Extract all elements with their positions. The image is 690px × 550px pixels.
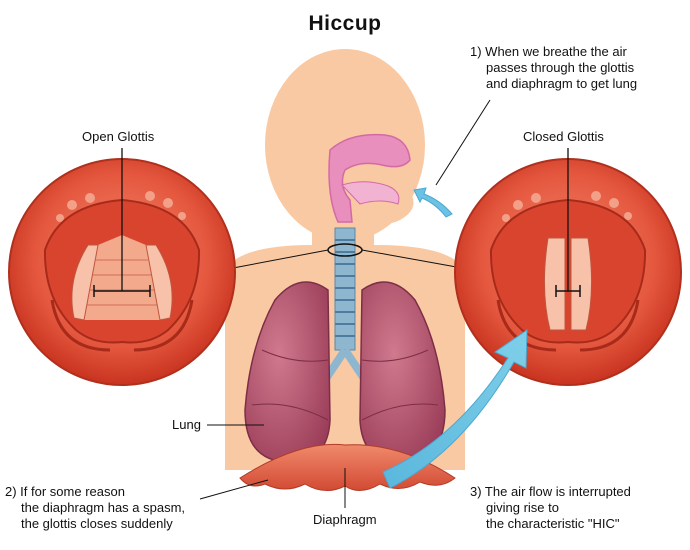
step2-line-1: 2) If for some reason [5, 484, 125, 499]
step1-note: 1) When we breathe the air passes throug… [470, 44, 637, 92]
step1-pointer [435, 99, 491, 186]
step2-pointer [199, 479, 269, 500]
step3-note: 3) The air flow is interrupted giving ri… [470, 484, 631, 532]
closed-glottis-label: Closed Glottis [523, 129, 604, 144]
diaphragm-label: Diaphragm [313, 512, 377, 527]
page-title: Hiccup [308, 12, 382, 35]
step3-line-2: giving rise to [486, 500, 559, 515]
airflow-arrow [382, 329, 528, 489]
open-glottis-illustration [8, 148, 236, 386]
connector-right [361, 249, 463, 269]
step1-line-1: 1) When we breathe the air [470, 44, 627, 59]
step1-line-3: and diaphragm to get lung [486, 76, 638, 91]
closed-glottis-illustration [454, 148, 682, 386]
step3-line-3: the characteristic "HIC" [486, 516, 620, 531]
step3-line-1: 3) The air flow is interrupted [470, 484, 631, 499]
step2-note: 2) If for some reason the diaphragm has … [5, 484, 185, 532]
connector-left [232, 249, 329, 269]
step1-line-2: passes through the glottis [486, 60, 635, 75]
step2-line-2: the diaphragm has a spasm, [21, 500, 186, 515]
intake-arrow [413, 187, 453, 218]
nasal-cavity [328, 133, 411, 223]
step2-line-3: the glottis closes suddenly [21, 516, 173, 531]
open-glottis-label: Open Glottis [82, 129, 155, 144]
lung-label: Lung [172, 417, 201, 432]
lungs [244, 281, 446, 463]
